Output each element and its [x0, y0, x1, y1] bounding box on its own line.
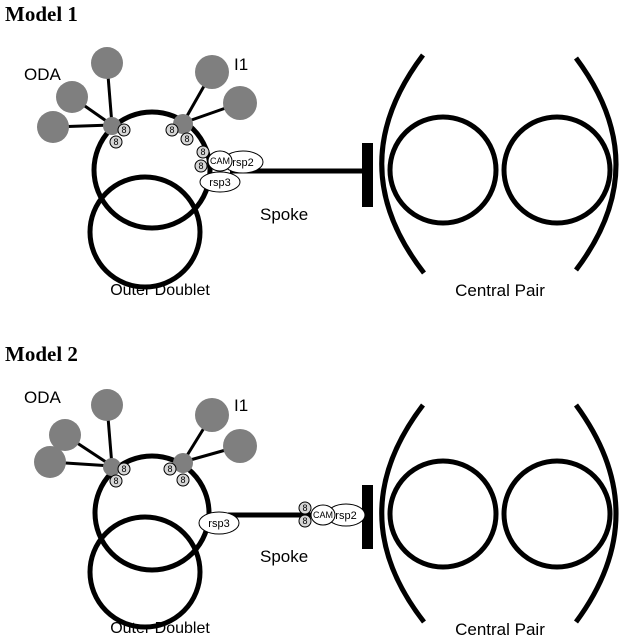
- oda-stem: [103, 458, 121, 476]
- rsp3-protein: [198, 511, 240, 535]
- i1-dynein-arm: 8 8: [163, 398, 257, 487]
- i1-label: I1: [234, 55, 248, 74]
- lc8-protein: [109, 135, 123, 149]
- svg-text:8: 8: [169, 125, 174, 135]
- i1-stem: [173, 453, 193, 473]
- b-tubule: [87, 174, 203, 290]
- svg-text:8: 8: [121, 464, 126, 474]
- lc8-protein: [298, 514, 312, 528]
- spoke-label: Spoke: [260, 547, 308, 566]
- model-1-title: Model 1: [5, 2, 78, 26]
- svg-text:rsp2: rsp2: [232, 157, 253, 169]
- oda-head: [49, 419, 81, 451]
- svg-text:8: 8: [167, 464, 172, 474]
- oda-head: [56, 81, 88, 113]
- lc8-protein: [196, 145, 210, 159]
- lc8-protein: [194, 159, 208, 173]
- central-pair-label: Central Pair: [455, 620, 545, 639]
- central-microtubule-c1: [387, 114, 499, 226]
- model-2-panel: Model 2 8 8 ODA: [5, 342, 619, 639]
- svg-text:8: 8: [113, 476, 118, 486]
- i1-head: [195, 398, 229, 432]
- a-tubule: [91, 109, 213, 231]
- svg-text:8: 8: [113, 137, 118, 147]
- spoke-head: [362, 485, 373, 549]
- calmodulin: [310, 504, 336, 526]
- svg-text:CAM: CAM: [210, 156, 230, 166]
- oda-head: [91, 47, 123, 79]
- central-pair-sheath-right: [573, 56, 619, 272]
- i1-dynein-arm: 8 8: [165, 55, 257, 146]
- lc8-protein: [180, 132, 194, 146]
- oda-head: [34, 446, 66, 478]
- svg-text:rsp3: rsp3: [208, 518, 229, 530]
- i1-label: I1: [234, 396, 248, 415]
- svg-text:8: 8: [302, 516, 307, 526]
- outer-doublet-label: Outer Doublet: [110, 620, 210, 637]
- i1-head: [223, 86, 257, 120]
- oda-dynein-arm: 8 8: [37, 47, 131, 149]
- lc8-protein: [298, 501, 312, 515]
- oda-head: [37, 111, 69, 143]
- central-microtubule-c1: [387, 458, 499, 570]
- lc8-protein: [176, 473, 190, 487]
- lc8-protein: [117, 123, 131, 137]
- radial-spoke: rsp3 rsp2 CAM 8 8: [198, 485, 373, 549]
- model-2-title: Model 2: [5, 342, 78, 366]
- central-pair-sheath-left: [379, 53, 426, 275]
- i1-head: [195, 55, 229, 89]
- b-tubule: [87, 514, 203, 630]
- oda-dynein-arm: 8 8: [34, 389, 131, 488]
- svg-text:8: 8: [302, 503, 307, 513]
- central-pair: [379, 403, 619, 624]
- central-pair: [379, 53, 619, 275]
- lc8-protein: [109, 474, 123, 488]
- oda-stem: [103, 117, 121, 135]
- svg-text:8: 8: [180, 475, 185, 485]
- svg-text:8: 8: [198, 161, 203, 171]
- lc8-protein: [117, 462, 131, 476]
- svg-text:rsp3: rsp3: [209, 177, 230, 189]
- spoke-label: Spoke: [260, 205, 308, 224]
- radial-spoke: rsp3 rsp2 CAM 8 8: [194, 143, 373, 207]
- rsp3-protein: [199, 171, 241, 193]
- central-pair-label: Central Pair: [455, 281, 545, 300]
- model-1-panel: Model 1 8 8 ODA: [5, 2, 619, 300]
- svg-text:8: 8: [121, 125, 126, 135]
- oda-label: ODA: [24, 65, 62, 84]
- central-microtubule-c2: [501, 458, 613, 570]
- central-pair-sheath-right: [573, 403, 619, 624]
- spoke-head: [362, 143, 373, 207]
- svg-text:rsp2: rsp2: [335, 510, 356, 522]
- oda-head: [91, 389, 123, 421]
- central-microtubule-c2: [501, 114, 613, 226]
- outer-doublet: [87, 109, 213, 290]
- central-pair-sheath-left: [379, 403, 426, 624]
- svg-text:CAM: CAM: [313, 510, 333, 520]
- outer-doublet-label: Outer Doublet: [110, 282, 210, 299]
- oda-label: ODA: [24, 388, 62, 407]
- i1-head: [223, 429, 257, 463]
- lc8-protein: [165, 123, 179, 137]
- svg-text:8: 8: [184, 134, 189, 144]
- lc8-protein: [163, 462, 177, 476]
- svg-text:8: 8: [200, 147, 205, 157]
- outer-doublet: [87, 453, 212, 630]
- calmodulin: [207, 150, 233, 172]
